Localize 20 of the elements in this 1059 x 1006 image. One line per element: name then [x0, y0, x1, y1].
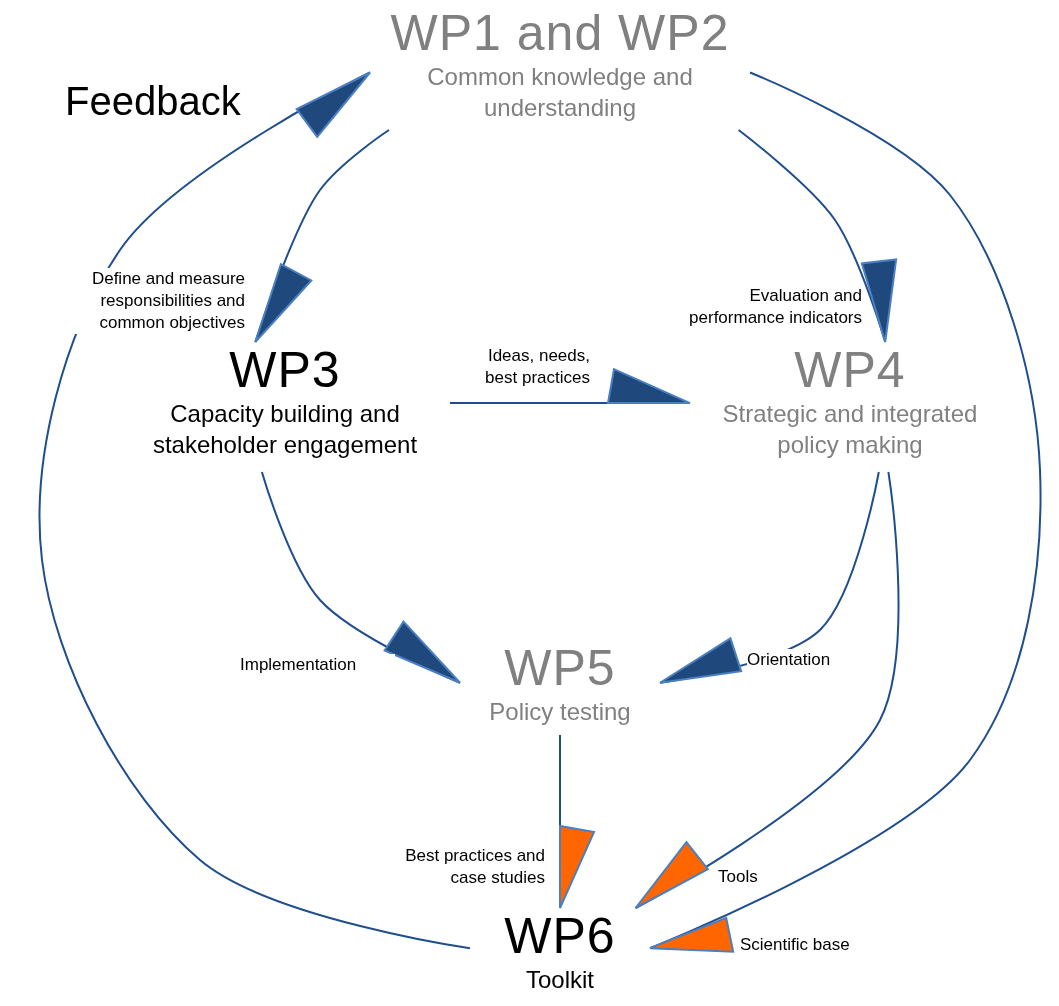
node-subtitle: Policy testing — [489, 697, 631, 727]
node-title: WP1 and WP2 — [390, 5, 730, 61]
arrow — [649, 71, 1042, 953]
node-subtitle: Toolkit — [526, 965, 594, 995]
arrow — [449, 368, 691, 405]
node-title: WP5 — [504, 640, 616, 696]
node-title: WP4 — [794, 342, 906, 398]
arrow — [260, 471, 461, 684]
arrow — [38, 71, 471, 950]
node-title: WP3 — [229, 342, 341, 398]
node-title: WP6 — [504, 908, 616, 964]
node-subtitle: Capacity building and stakeholder engagement — [151, 399, 419, 460]
arrow — [634, 471, 900, 909]
node-subtitle: Common knowledge and understanding — [426, 62, 694, 123]
arrow — [559, 734, 595, 909]
node-subtitle: Strategic and integrated policy making — [721, 399, 979, 460]
arrow — [737, 129, 897, 343]
edge-label: Feedback — [65, 78, 242, 124]
edge-label: Implementation — [240, 654, 395, 676]
arrow — [254, 129, 390, 343]
